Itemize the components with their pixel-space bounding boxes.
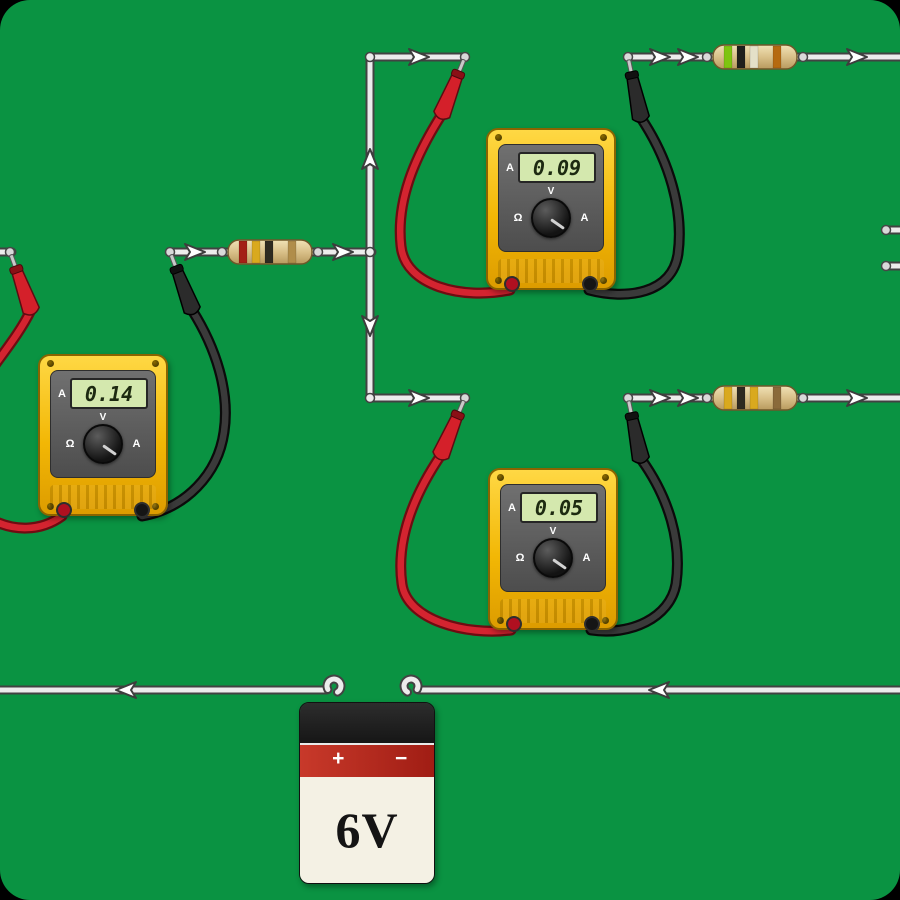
dial-label-ohms: Ω xyxy=(515,552,525,564)
current-arrow xyxy=(649,48,671,66)
meter-reading: 0.14 xyxy=(84,381,134,406)
screw-icon xyxy=(152,360,159,367)
knob-pointer-icon xyxy=(550,218,566,230)
meter-display: 0.05 xyxy=(519,492,598,523)
junction-node xyxy=(364,246,376,258)
current-arrow xyxy=(184,243,206,261)
red-probe[interactable] xyxy=(431,397,471,462)
dial-label-ohms: Ω xyxy=(513,212,523,224)
dial-label-amps: A xyxy=(132,438,141,450)
dial-label-volts: V xyxy=(99,412,107,423)
black-terminal[interactable] xyxy=(582,276,598,292)
black-test-lead xyxy=(587,455,681,635)
meter-knob[interactable] xyxy=(533,538,574,578)
screw-icon xyxy=(495,134,502,141)
battery-body: 6V xyxy=(300,777,434,883)
red-test-lead xyxy=(396,110,514,297)
red-probe[interactable] xyxy=(3,252,41,317)
red-terminal[interactable] xyxy=(504,276,520,292)
ammeter-lower-branch[interactable]: A 0.05 V Ω A xyxy=(488,468,618,632)
meter-face: A 0.14 V Ω A xyxy=(50,370,156,478)
meter-mode-label: A xyxy=(506,161,514,174)
dial-label-volts: V xyxy=(547,186,555,197)
junction-node xyxy=(364,392,376,404)
red-terminal[interactable] xyxy=(506,616,522,632)
black-terminal[interactable] xyxy=(584,616,600,632)
black-probe[interactable] xyxy=(620,399,651,465)
screw-icon xyxy=(600,134,607,141)
dial-label-ohms: Ω xyxy=(65,438,75,450)
battery-band: + − xyxy=(300,743,434,777)
knob-pointer-icon xyxy=(552,558,568,570)
screw-icon xyxy=(602,474,609,481)
meter-mode-label: A xyxy=(58,387,66,400)
meter-knob[interactable] xyxy=(83,424,124,464)
meter-face: A 0.09 V Ω A xyxy=(498,144,604,252)
screw-icon xyxy=(602,617,609,624)
meter-reading: 0.09 xyxy=(532,155,582,180)
meter-knob[interactable] xyxy=(531,198,572,238)
current-arrow xyxy=(332,243,354,261)
screw-icon xyxy=(47,503,54,510)
screw-icon xyxy=(495,277,502,284)
resistor-left-feed[interactable] xyxy=(216,239,324,265)
screw-icon xyxy=(497,617,504,624)
current-arrows xyxy=(115,48,868,699)
red-probe[interactable] xyxy=(432,57,472,122)
battery-cap xyxy=(300,703,434,743)
ammeter-top-branch[interactable]: A 0.09 V Ω A xyxy=(486,128,616,292)
current-arrow xyxy=(361,315,379,337)
red-terminal[interactable] xyxy=(56,502,72,518)
current-arrow xyxy=(846,48,868,66)
resistor-lower-branch[interactable] xyxy=(701,385,809,411)
test-leads xyxy=(0,108,685,637)
current-arrow xyxy=(115,681,137,699)
minus-terminal-label: − xyxy=(394,747,408,770)
dial-label-volts: V xyxy=(549,526,557,537)
current-arrow xyxy=(649,389,671,407)
dial-label-amps: A xyxy=(582,552,591,564)
meter-reading: 0.05 xyxy=(534,495,584,520)
black-terminal[interactable] xyxy=(134,502,150,518)
current-arrow xyxy=(361,148,379,170)
screw-icon xyxy=(600,277,607,284)
battery[interactable]: + − 6V xyxy=(299,702,435,884)
black-probe[interactable] xyxy=(620,58,651,124)
resistor-top-branch[interactable] xyxy=(701,44,809,70)
current-arrow xyxy=(846,389,868,407)
red-test-lead xyxy=(397,451,515,635)
screw-icon xyxy=(152,503,159,510)
red-test-lead xyxy=(0,306,66,532)
battery-voltage-label: 6V xyxy=(335,802,399,858)
ammeter-total[interactable]: A 0.14 V Ω A xyxy=(38,354,168,518)
black-test-lead xyxy=(585,114,683,298)
connector-pin[interactable] xyxy=(880,224,892,236)
meter-face: A 0.05 V Ω A xyxy=(500,484,606,592)
battery-hook-left xyxy=(322,674,346,697)
current-arrow xyxy=(677,48,699,66)
screw-icon xyxy=(497,474,504,481)
battery-hook-right xyxy=(399,674,423,697)
meter-display: 0.09 xyxy=(517,152,596,183)
plus-terminal-label: + xyxy=(332,747,345,770)
connector-pin[interactable] xyxy=(880,260,892,272)
current-arrow xyxy=(408,389,430,407)
knob-pointer-icon xyxy=(102,444,118,456)
dial-label-amps: A xyxy=(580,212,589,224)
current-arrow xyxy=(677,389,699,407)
black-test-lead xyxy=(138,306,229,520)
junction-node xyxy=(364,51,376,63)
screw-icon xyxy=(47,360,54,367)
meter-mode-label: A xyxy=(508,501,516,514)
current-arrow xyxy=(648,681,670,699)
meter-display: 0.14 xyxy=(69,378,148,409)
black-probe[interactable] xyxy=(163,252,202,317)
current-arrow xyxy=(408,48,430,66)
